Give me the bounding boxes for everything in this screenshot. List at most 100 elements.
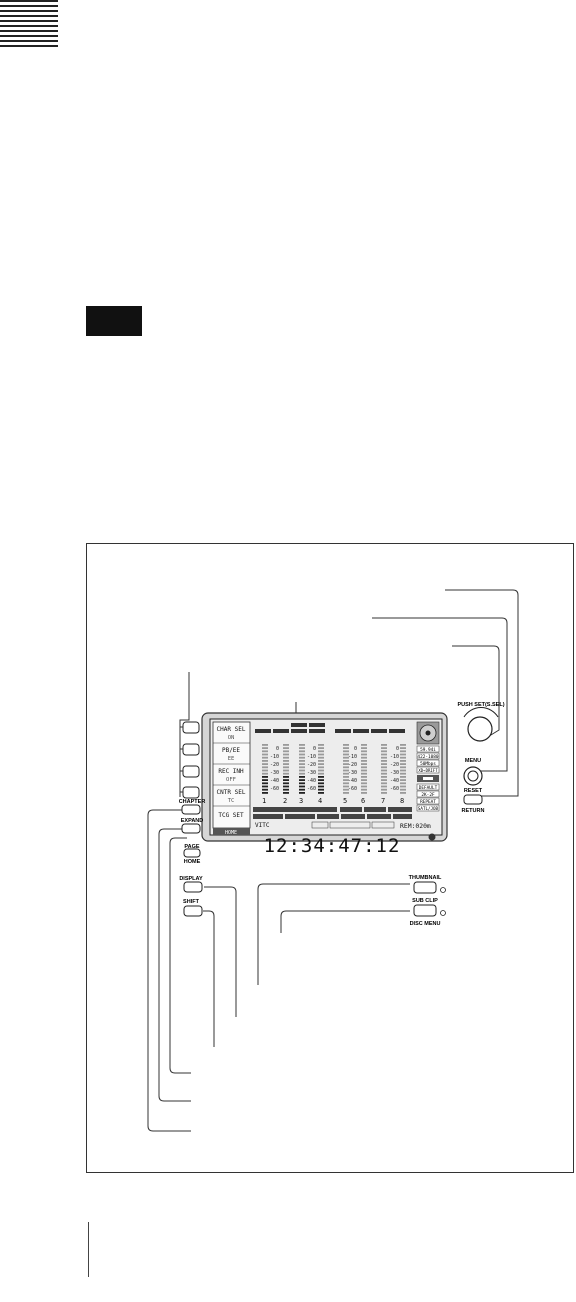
meter-segment [262,744,268,746]
status-frame-rate: 59.94i [420,747,436,753]
svg-text:-10: -10 [348,754,357,760]
meter-segment [299,753,305,756]
soft-key-button-3[interactable] [182,765,200,778]
svg-text:-30: -30 [307,770,316,776]
status-bitrate: 50Mbps [420,761,436,767]
meter-segment [361,782,367,785]
note-heading-box [86,306,142,336]
soft-key-button-2[interactable] [182,743,200,756]
meter-segment [262,769,268,772]
channel-3-label: 3 [299,797,303,805]
meter-segment [283,744,289,746]
meter-segment [400,747,406,749]
channel-4-label: 4 [318,797,322,805]
svg-text:-20: -20 [270,762,279,768]
soft-key-1-label[interactable]: CHAR SEL [217,726,246,733]
meter-segment [343,776,349,778]
meter-segment [361,744,367,746]
leader-expand [158,828,191,1102]
timecode-type: VITC [255,822,270,829]
soft-key-2-label[interactable]: PB/EE [222,747,240,754]
meter-segment [381,769,387,772]
meter-segment [262,776,268,778]
meter-segment [262,750,268,753]
shift-button[interactable] [183,905,203,917]
meter-segment [318,753,324,756]
meter-segment [299,779,305,781]
subclip-button[interactable] [413,904,437,917]
meter-header [255,723,405,733]
meter-segment [283,753,289,756]
reset-button[interactable] [463,794,483,805]
meter-segment [318,792,324,794]
meter-segment [283,785,289,788]
meter-segment [283,779,289,781]
display-label: DISPLAY [179,876,203,882]
reset-label: RESET [464,788,483,794]
meter-segment [283,792,289,794]
meter-segment [343,769,349,772]
status-bars [253,807,412,819]
thumbnail-label: THUMBNAIL [409,875,442,881]
meter-segment [343,760,349,762]
soft-key-5-label[interactable]: TCG SET [218,812,244,819]
status-drift: XD→DRIFT [418,768,438,773]
subclip-label: SUB CLIP [412,898,438,904]
meter-segment [283,756,289,759]
push-set-label: PUSH SET(S.SEL) [457,702,504,708]
svg-text:-60: -60 [307,786,316,792]
channel-1-label: 1 [262,797,266,805]
meter-segment [283,747,289,749]
meter-segment [262,760,268,762]
disc-menu-label: DISC MENU [410,921,441,927]
meter-segment [318,788,324,791]
remaining-time: REM:020m [400,822,431,830]
meter-segment [381,750,387,753]
meter-segment [299,769,305,772]
meter-segment [381,766,387,769]
meter-segment [381,785,387,788]
meter-segment [381,744,387,746]
soft-key-3-label[interactable]: REC INH [218,768,244,775]
meter-segment [381,763,387,765]
meter-segment [283,772,289,775]
meter-segment [343,766,349,769]
meter-segment [283,776,289,778]
soft-key-button-1[interactable] [182,721,200,734]
shift-label: SHIFT [183,899,200,905]
home-tab[interactable]: HOME [225,830,237,836]
meter-segment [361,772,367,775]
expand-button[interactable] [181,823,201,834]
meter-segment [262,782,268,785]
function-buttons: CHAPTER EXPAND PAGE HOME DISPLAY SHIFT [179,799,206,917]
status-format: 422-1080 [417,754,439,760]
soft-key-4-label[interactable]: CNTR SEL [217,789,246,796]
status-indicator-icon [423,777,433,780]
page-button[interactable] [183,848,201,858]
svg-text:-30: -30 [348,770,357,776]
meter-segment [361,779,367,781]
soft-key-button-4[interactable] [182,786,200,799]
chapter-button[interactable] [181,804,201,815]
channel-5-label: 5 [343,797,347,805]
meter-segment [262,747,268,749]
push-set-dial[interactable] [467,716,493,742]
meter-segment [318,763,324,765]
meter-segment [400,769,406,772]
thumbnail-button[interactable] [413,881,437,894]
meter-segment [299,756,305,759]
chapter-label: CHAPTER [179,799,206,805]
soft-key-4-state: TC [228,798,235,804]
meter-segment [318,772,324,775]
meter-segment [262,788,268,791]
meter-segment [361,747,367,749]
leader-subclip [280,910,410,933]
menu-button[interactable] [463,766,483,786]
display-button[interactable] [183,881,203,893]
meter-segment [283,766,289,769]
meter-segment [318,766,324,769]
meter-segment [400,779,406,781]
meter-segment [262,763,268,765]
meter-segment [381,782,387,785]
